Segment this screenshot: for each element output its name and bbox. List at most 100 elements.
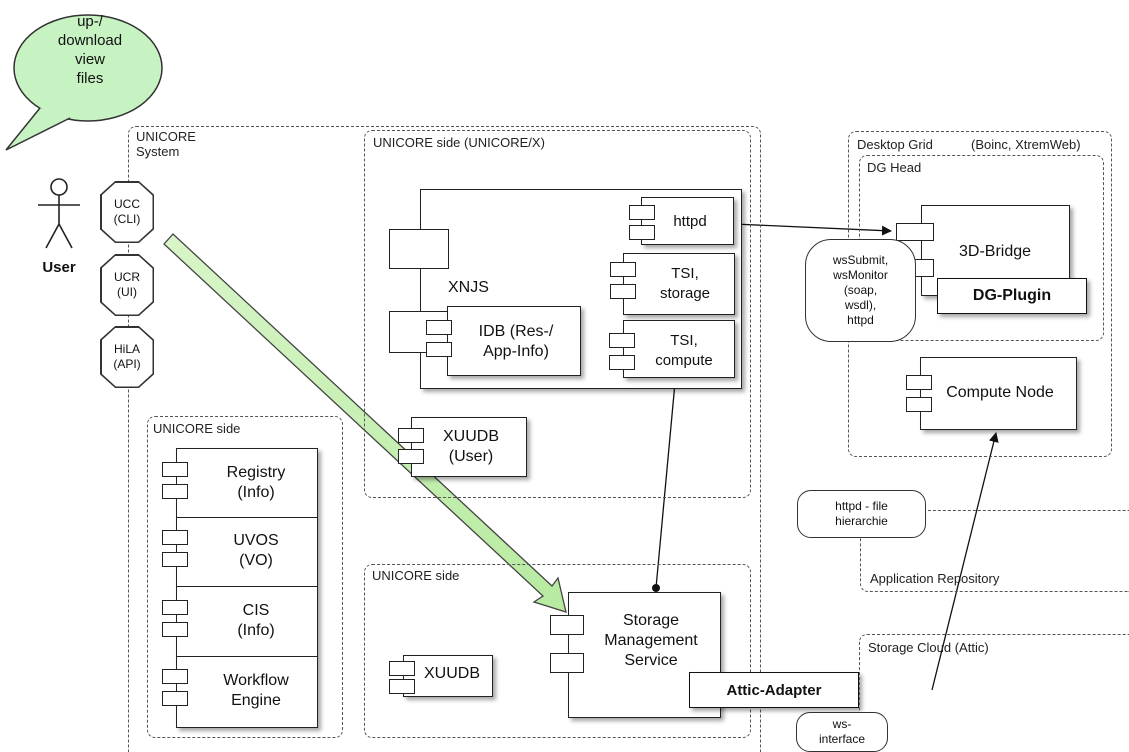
- httpd-port-tab: [629, 205, 655, 220]
- httpd-file-line: httpd - file: [835, 499, 888, 513]
- speech-line: view: [74, 51, 105, 68]
- unicore-bottom-group: [364, 564, 751, 738]
- dg-plugin[interactable]: DG-Plugin: [937, 278, 1087, 314]
- unicore-x-group: [364, 130, 751, 498]
- tsi-compute-port-tab: [609, 333, 635, 348]
- httpd-port-tab: [629, 225, 655, 240]
- tsi-compute-line: TSI,: [670, 332, 698, 349]
- sms-line: Storage: [622, 612, 680, 629]
- registry-port-tab: [162, 462, 188, 477]
- unicore-system-group: [128, 126, 761, 752]
- workflow-port-tab: [162, 669, 188, 684]
- sms-port-tab: [550, 615, 584, 635]
- unicore-system-label: UNICORE System: [136, 129, 196, 159]
- ucc-label: UCC: [114, 197, 140, 211]
- desktop-grid-label: Desktop Grid: [857, 137, 933, 152]
- ucc-sublabel: (CLI): [113, 212, 141, 226]
- registry-port-tab: [162, 484, 188, 499]
- workflow-engine-service[interactable]: Workflow Engine: [198, 671, 314, 711]
- httpd-label: httpd: [673, 213, 707, 230]
- storage-to-compute-line: [931, 432, 999, 691]
- unicore-x-label: UNICORE side (UNICORE/X): [373, 135, 545, 150]
- tsi-compute-label: TSI, compute: [636, 331, 732, 371]
- services-divider: [176, 517, 318, 518]
- hila-client[interactable]: HiLA (API): [100, 326, 154, 388]
- xuudb-user-port-tab: [398, 449, 424, 464]
- unicore-left-group: [147, 416, 343, 738]
- xnjs-label: XNJS: [448, 279, 489, 296]
- ws-submit-line: (soap,: [843, 283, 878, 297]
- storage-cloud-group: [859, 634, 1129, 752]
- ws-interface-line: interface: [818, 732, 866, 746]
- workflow-line: Workflow: [223, 672, 289, 689]
- attic-adapter[interactable]: Attic-Adapter: [689, 672, 859, 708]
- httpd-component[interactable]: [641, 197, 734, 245]
- services-stack: [176, 448, 318, 728]
- idb-label: IDB (Res-/ App-Info): [455, 322, 577, 362]
- cis-port-tab: [162, 600, 188, 615]
- ucc-client-inner: UCC (CLI): [101, 182, 153, 242]
- uvos-line: UVOS: [233, 532, 279, 549]
- tsi-compute-port-tab: [609, 355, 635, 370]
- uvos-port-tab: [162, 552, 188, 567]
- compute-node-label: Compute Node: [946, 384, 1054, 401]
- unicore-system-label-line: UNICORE: [136, 129, 196, 144]
- ws-submit-line: wsdl),: [844, 298, 877, 312]
- idb-port-tab: [426, 342, 452, 357]
- tsi-compute-component[interactable]: [623, 320, 735, 378]
- xuudb-component[interactable]: [403, 655, 493, 697]
- xuudb-port-tab: [389, 661, 415, 676]
- registry-service[interactable]: Registry (Info): [198, 463, 314, 503]
- unicore-system-label-line: System: [136, 144, 180, 159]
- ws-submit-line: httpd: [847, 313, 874, 327]
- unicore-bottom-label: UNICORE side: [372, 568, 460, 583]
- ucc-client[interactable]: UCC (CLI): [100, 181, 154, 243]
- cis-port-tab: [162, 622, 188, 637]
- sms-line: Management: [604, 632, 698, 649]
- tsi-compute-line: compute: [655, 352, 713, 369]
- cis-service[interactable]: CIS (Info): [198, 601, 314, 641]
- hila-client-inner: HiLA (API): [101, 327, 153, 387]
- hila-label: HiLA: [113, 342, 140, 356]
- user-label: User: [42, 259, 76, 276]
- uvos-port-tab: [162, 530, 188, 545]
- hila-sublabel: (API): [113, 357, 141, 371]
- storage-cloud-label: Storage Cloud (Attic): [868, 640, 989, 655]
- ws-submit-line: wsSubmit,: [832, 253, 889, 267]
- ucr-client-inner: UCR (UI): [101, 255, 153, 315]
- xuudb-user-line: XUUDB: [442, 428, 499, 445]
- app-repo-group: [860, 510, 1129, 592]
- app-repo-label: Application Repository: [870, 571, 1000, 586]
- speech-line: up-/: [77, 13, 103, 30]
- speech-bubble-shape: [5, 14, 163, 151]
- tsi-storage-label: TSI, storage: [640, 264, 730, 304]
- compute-node-port-tab: [906, 375, 932, 390]
- bridge-port-tab: [896, 223, 934, 241]
- sms-label: Storage Management Service: [590, 611, 712, 671]
- idb-component[interactable]: [447, 306, 581, 376]
- xuudb-user-label: XUUDB (User): [426, 427, 516, 467]
- idb-line: IDB (Res-/: [478, 323, 554, 340]
- workflow-line: Engine: [231, 692, 281, 709]
- uvos-line: (VO): [239, 552, 273, 569]
- tsi-storage-line: storage: [659, 285, 711, 302]
- ws-submit-line: wsMonitor: [833, 268, 888, 282]
- registry-line: Registry: [226, 464, 286, 481]
- services-divider: [176, 586, 318, 587]
- ws-interface-note: ws- interface: [796, 712, 888, 752]
- speech-line: download: [57, 32, 123, 49]
- registry-line: (Info): [237, 484, 275, 501]
- compute-node-component[interactable]: [920, 357, 1077, 430]
- xuudb-label: XUUDB: [423, 665, 480, 682]
- sms-line: Service: [624, 652, 678, 669]
- ucr-client[interactable]: UCR (UI): [100, 254, 154, 316]
- workflow-port-tab: [162, 691, 188, 706]
- sms-connector-dot: [652, 584, 660, 592]
- speech-bubble-text: up-/ download view files: [48, 12, 132, 88]
- httpd-file-note: httpd - file hierarchie: [797, 490, 926, 538]
- uvos-service[interactable]: UVOS (VO): [198, 531, 314, 571]
- xuudb-user-component[interactable]: [411, 417, 527, 477]
- compute-node-port-tab: [906, 397, 932, 412]
